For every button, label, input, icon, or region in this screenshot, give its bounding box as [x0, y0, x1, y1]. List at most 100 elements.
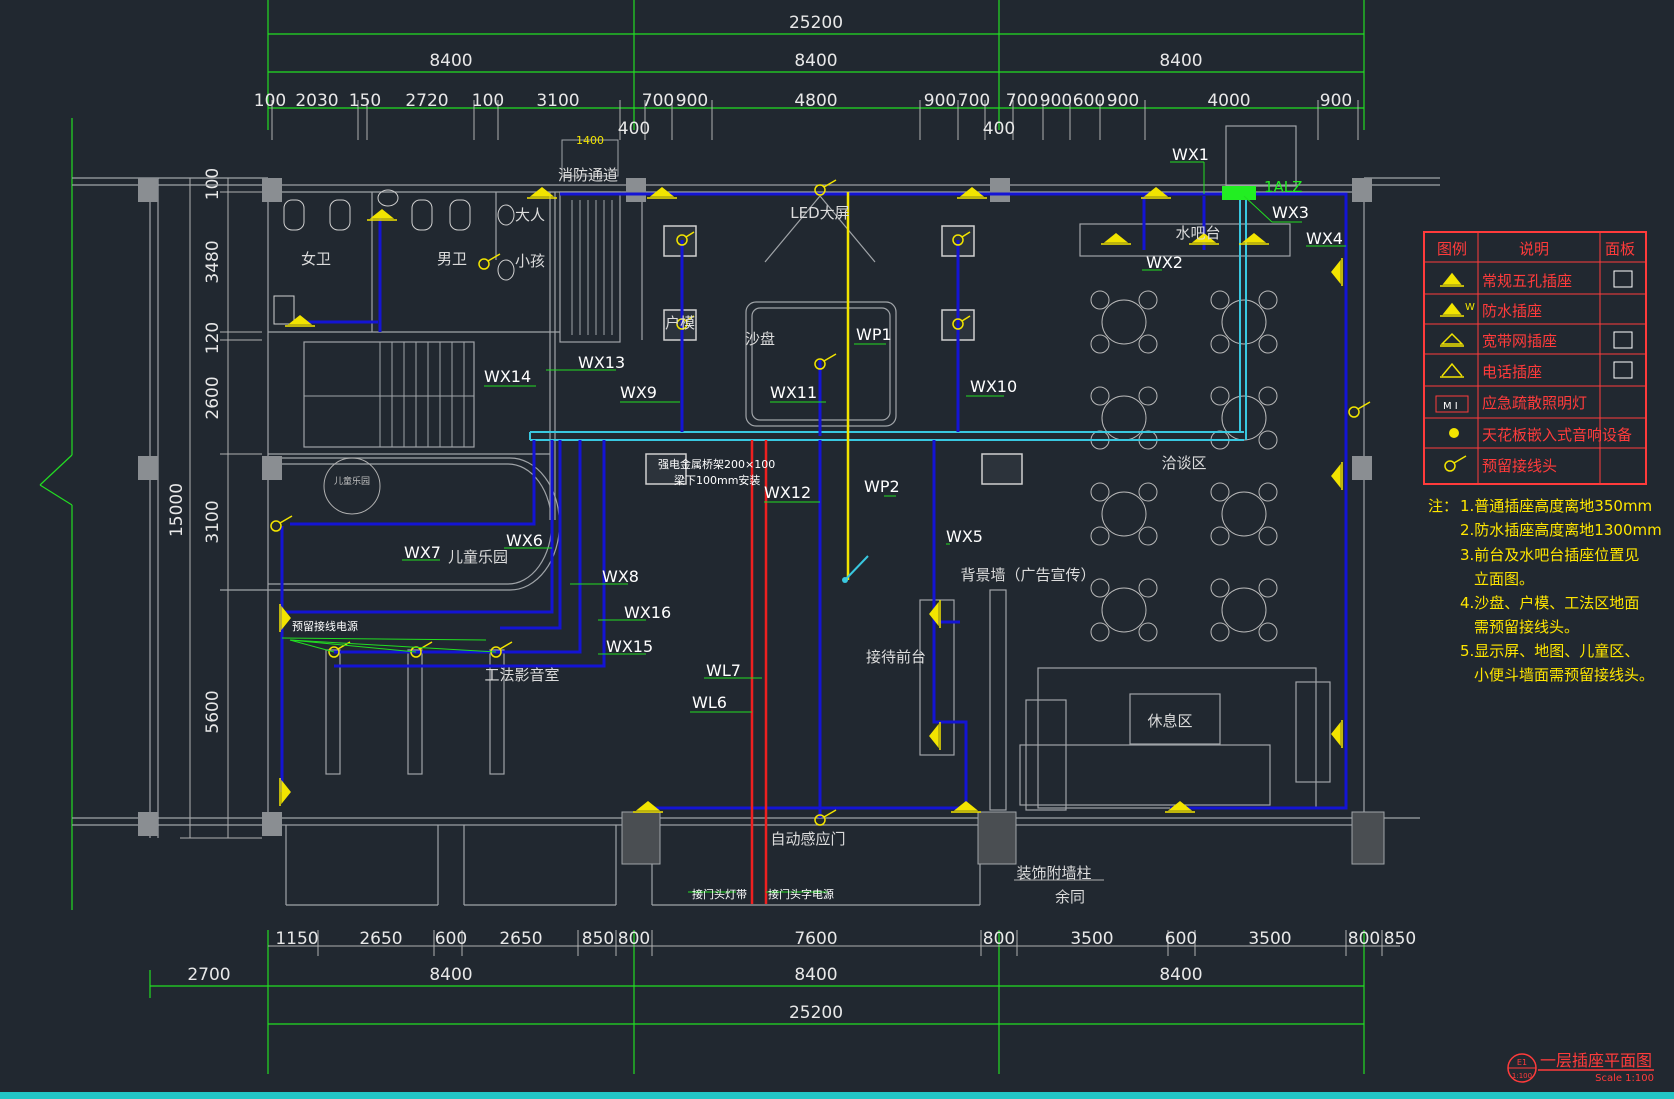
dim-top-detail: 3100	[536, 91, 579, 111]
legend-row-label: 电话插座	[1482, 363, 1542, 381]
dim-bottom-detail: 1150	[275, 929, 318, 949]
dim-bottom-bay-1: 8400	[429, 965, 472, 985]
drawing-scale: Scale 1:100	[1595, 1073, 1654, 1084]
circuit-label: WX3	[1272, 203, 1309, 222]
dim-bottom-detail: 3500	[1248, 929, 1291, 949]
kids-park-sign: 儿童乐园	[334, 475, 370, 487]
legend-waterproof-mark: W	[1465, 302, 1475, 313]
dim-top-bay-3: 8400	[1159, 51, 1202, 71]
dim-top-detail: 700	[642, 91, 674, 111]
room-back-wall: 背景墙（广告宣传）	[960, 566, 1095, 584]
dim-bottom-total: 25200	[789, 1003, 843, 1023]
note-line: 立面图。	[1474, 570, 1534, 588]
tray-note-2: 梁下100mm安装	[674, 473, 760, 487]
left-outer-frame	[39, 118, 73, 910]
legend-table: 图例 说明 面板 常规五孔插座 防水插座 宽带网插座 电话插座 应急疏散照明灯 …	[1423, 231, 1647, 485]
note-line: 小便斗墙面需预留接线头。	[1474, 666, 1654, 684]
dim-top-detail: 700	[1006, 91, 1038, 111]
dim-left-total: 15000	[167, 483, 187, 537]
circuit-label: WX10	[970, 377, 1017, 396]
dim-left-detail: 3480	[203, 240, 223, 283]
circuit-label: WL7	[706, 661, 741, 680]
title-badge-bottom: 1:100	[1512, 1072, 1532, 1080]
top-detail-ticks	[271, 100, 1359, 140]
dim-left-detail: 100	[203, 168, 223, 200]
note-line: 5.显示屏、地图、儿童区、	[1460, 642, 1639, 660]
legend-terminal-icon	[1444, 455, 1467, 472]
circuit-label: WX9	[620, 383, 657, 402]
legend-row-label: 宽带网插座	[1482, 332, 1557, 350]
bottom-detail-ticks	[268, 930, 1400, 956]
room-rest-area: 休息区	[1147, 712, 1192, 730]
decor-column-label: 装饰附墙柱	[1016, 864, 1091, 882]
room-auto-door: 自动感应门	[770, 830, 845, 848]
room-reception: 接待前台	[866, 648, 926, 666]
circuit-label: WX15	[606, 637, 653, 656]
dim-bottom-left: 2700	[187, 965, 230, 985]
circuit-label: WL6	[692, 693, 727, 712]
bottom-dimension-lines	[149, 930, 1365, 1074]
legend-header: 面板	[1605, 240, 1635, 258]
circuit-label: WX2	[1146, 253, 1183, 272]
circuit-label: WX11	[770, 383, 817, 402]
dim-top-detail: 900	[676, 91, 708, 111]
dim-top-detail: 2030	[295, 91, 338, 111]
title-badge-top: E1	[1517, 1058, 1527, 1067]
dim-bottom-detail: 600	[1165, 929, 1197, 949]
circuit-label: WX8	[602, 567, 639, 586]
toilet-fixtures	[273, 189, 515, 325]
room-led-screen: LED大屏	[790, 204, 849, 222]
notes-title: 注：	[1428, 497, 1458, 515]
dim-bottom-detail: 800	[983, 929, 1015, 949]
dim-bottom-detail: 850	[582, 929, 614, 949]
panel-id: 1ALZ	[1264, 178, 1302, 196]
room-video-room: 工法影音室	[484, 666, 559, 684]
legend-header: 说明	[1519, 240, 1549, 258]
dim-top-bay-2: 8400	[794, 51, 837, 71]
room-womens-wc: 女卫	[301, 250, 331, 268]
decor-column-sub: 余同	[1055, 888, 1085, 906]
stair-treads	[304, 342, 474, 447]
legend-socket-icon	[1440, 272, 1464, 317]
door-strip-label-1: 接门头灯带	[692, 887, 747, 901]
dim-bottom-detail: 2650	[499, 929, 542, 949]
dim-left-detail: 5600	[203, 690, 223, 733]
room-water-bar: 水吧台	[1175, 224, 1220, 242]
dim-bottom-detail: 850	[1384, 929, 1416, 949]
dim-top-detail: 700	[958, 91, 990, 111]
distribution-panel	[1222, 186, 1256, 200]
top-dimension-lines	[267, 0, 1365, 130]
circuit-label: WX7	[404, 543, 441, 562]
dim-bottom-detail: 2650	[359, 929, 402, 949]
room-negotiation: 洽谈区	[1161, 454, 1206, 472]
reserve-line-label: 预留接线电源	[292, 619, 358, 633]
legend-network-icon	[1440, 332, 1464, 347]
dim-left-detail: 2600	[203, 376, 223, 419]
circuit-leader-lines	[281, 161, 1346, 893]
legend-row-label: 防水插座	[1482, 302, 1542, 320]
dim-bottom-detail: 600	[435, 929, 467, 949]
dim-top-detail: 4000	[1207, 91, 1250, 111]
wall-socket-icons	[279, 187, 1343, 813]
note-line: 4.沙盘、户模、工法区地面	[1460, 594, 1639, 612]
room-kids-park: 儿童乐园	[448, 548, 508, 566]
dim-bottom-bay-2: 8400	[794, 965, 837, 985]
dim-top-400: 400	[618, 119, 650, 139]
legend-emergency-light-icon	[1435, 395, 1469, 413]
fire-stair-treads	[561, 139, 619, 335]
legend-panel-icons	[1613, 270, 1633, 379]
room-child: 小孩	[515, 252, 545, 270]
dim-top-detail: 600	[1073, 91, 1105, 111]
door-strip-label-2: 接门头字电源	[768, 887, 834, 901]
dim-top-detail: 4800	[794, 91, 837, 111]
circuit-label: WX16	[624, 603, 671, 622]
circuit-label: WX14	[484, 367, 531, 386]
legend-row-label: 天花板嵌入式音响设备	[1482, 426, 1632, 444]
dim-bottom-detail: 800	[618, 929, 650, 949]
kids-park-sign-circle	[323, 457, 381, 515]
dim-top-detail: 100	[254, 91, 286, 111]
circuit-label: WX4	[1306, 229, 1343, 248]
circuit-label: WX1	[1172, 145, 1209, 164]
legend-phone-icon	[1440, 362, 1464, 378]
dim-top-detail: 150	[349, 91, 381, 111]
